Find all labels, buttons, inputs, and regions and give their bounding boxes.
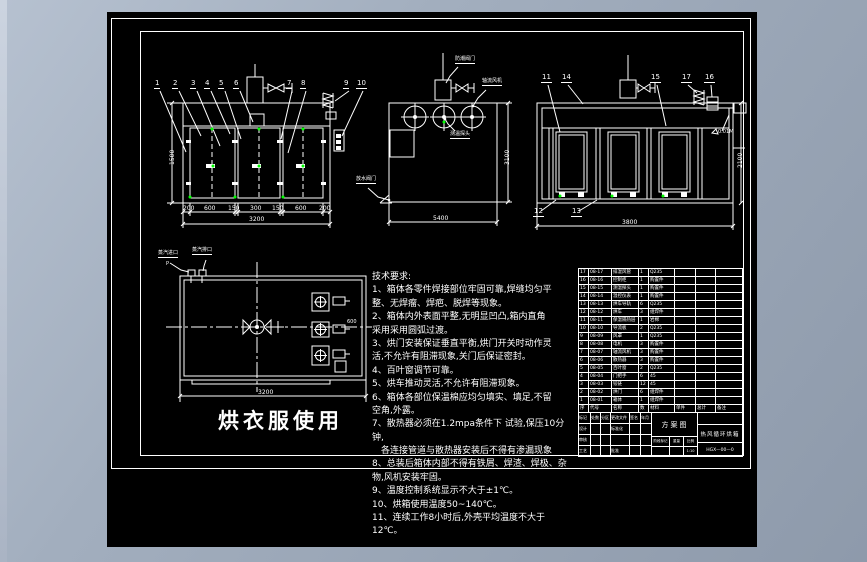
balloon-11: 11 <box>541 73 552 83</box>
dim-seg-5: 150 <box>272 205 284 212</box>
revision-row: 设计 标准化 <box>579 424 652 435</box>
balloon-5: 5 <box>218 79 225 89</box>
balloon-14: 14 <box>561 73 572 83</box>
fan-label: 轴流风机 <box>482 78 503 86</box>
valve-label: 防潮阀门 <box>455 56 476 64</box>
revision-row: 工艺 批准 <box>579 446 652 457</box>
tech-line: 活,不允许有阻滞现象,关门后保证密封。 <box>372 352 531 363</box>
tech-line: 8、总装后箱体内部不得有铁屑、焊渣、焊极、杂 <box>372 459 567 470</box>
balloon-9: 9 <box>343 79 350 89</box>
balloon-13: 13 <box>571 207 582 217</box>
probe-label: 测温探头 <box>450 131 471 139</box>
balloon-15: 15 <box>650 73 661 83</box>
top-view <box>166 259 372 402</box>
tech-line: 12℃。 <box>372 526 403 537</box>
tech-line: 1、箱体各零件焊接部位牢固可靠,焊缝均匀平 <box>372 285 552 296</box>
tech-line: 物,风机安装牢固。 <box>372 472 447 483</box>
tech-line: 7、散热器必须在1.2mpa条件下 试验,保压10分 <box>372 419 565 430</box>
balloon-4: 4 <box>204 79 211 89</box>
steam-out-label: 蒸汽排口 <box>192 247 213 255</box>
balloon-10: 10 <box>356 79 367 89</box>
tech-line: 3、烘门安装保证垂直平衡,烘门开关时动作灵 <box>372 338 552 349</box>
balloon-3: 3 <box>190 79 197 89</box>
technical-requirements: 技术要求: 1、箱体各零件焊接部位牢固可靠,焊缝均匀平整、无焊瘤、焊疤、脱焊等现象… <box>372 271 597 539</box>
dim-front-total: 3200 <box>249 216 265 223</box>
dim-seg-3: 150 <box>228 205 240 212</box>
dim-side-width: 5400 <box>433 215 449 222</box>
revision-row: 审核 <box>579 435 652 446</box>
balloon-17: 17 <box>681 73 692 83</box>
product-name: 热风循环烘箱 <box>698 425 742 443</box>
tech-line: 各连接管道与散热器安装后不得有渗漏现象 <box>372 446 553 457</box>
balloon-16: 16 <box>704 73 715 83</box>
dim-rear-height: 2100 <box>737 152 744 168</box>
drawing-number: HGX—00—0 <box>706 447 734 453</box>
tech-line: 6、箱体各部位保温棉应均匀填实、填足,不留 <box>372 392 552 403</box>
dim-rear-width: 3800 <box>622 219 638 226</box>
dim-seg-2: 600 <box>204 205 216 212</box>
balloon-2: 2 <box>172 79 179 89</box>
dim-side-height: 3100 <box>504 149 511 165</box>
tech-line: 钟, <box>372 432 384 443</box>
tech-line: 4、百叶窗调节可靠。 <box>372 365 459 376</box>
dim-front-height: 1500 <box>169 149 176 165</box>
balloon-1: 1 <box>154 79 161 89</box>
tech-line: 采用采用圆弧过渡。 <box>372 325 454 336</box>
filled-details <box>186 104 687 329</box>
tech-line: 9、温度控制系统显示不大于±1℃。 <box>372 486 519 497</box>
snap-points <box>188 120 665 199</box>
tech-line: 整、无焊瘤、焊疤、脱焊等现象。 <box>372 298 508 309</box>
tech-line: 10、烘箱使用温度50~140℃。 <box>372 499 502 510</box>
balloon-6: 6 <box>233 79 240 89</box>
dim-seg-4: 300 <box>250 205 262 212</box>
balloon-8: 8 <box>300 79 307 89</box>
tech-line: 技术要求: <box>372 272 412 282</box>
balloon-12: 12 <box>533 207 544 217</box>
dim-seg-6: 600 <box>295 205 307 212</box>
drawing-type: 方案图 <box>652 413 698 437</box>
rear-view <box>534 55 747 230</box>
tech-line: 5、烘车推动灵活,不允许有阻滞现象。 <box>372 379 525 390</box>
sheet-frame <box>111 18 751 469</box>
window-edge-highlight <box>0 0 7 562</box>
top-side-dim: 600 <box>347 319 357 325</box>
dim-top-width: 3200 <box>258 389 274 396</box>
titleblock-spare-cell <box>698 413 742 425</box>
flatness-note: 0.01M <box>718 129 734 135</box>
steam-in-sub: P <box>166 261 170 267</box>
balloon-7: 7 <box>286 79 293 89</box>
stage-grid: 阶段标记重量 比例 1:10 <box>652 437 698 457</box>
usage-caption: 烘衣服使用 <box>218 409 343 433</box>
tech-line: 空角,外露。 <box>372 405 420 416</box>
dim-seg-1: 200 <box>183 205 195 212</box>
tech-line: 11、连续工作8小时后,外壳平均温度不大于 <box>372 513 546 524</box>
drain-label: 放水阀门 <box>356 176 377 184</box>
tech-line: 2、箱体内外表面平整,无明显凹凸,箱内直角 <box>372 312 546 323</box>
steam-in-label: 蒸汽进口 <box>158 250 179 258</box>
dim-seg-7: 200 <box>319 205 331 212</box>
